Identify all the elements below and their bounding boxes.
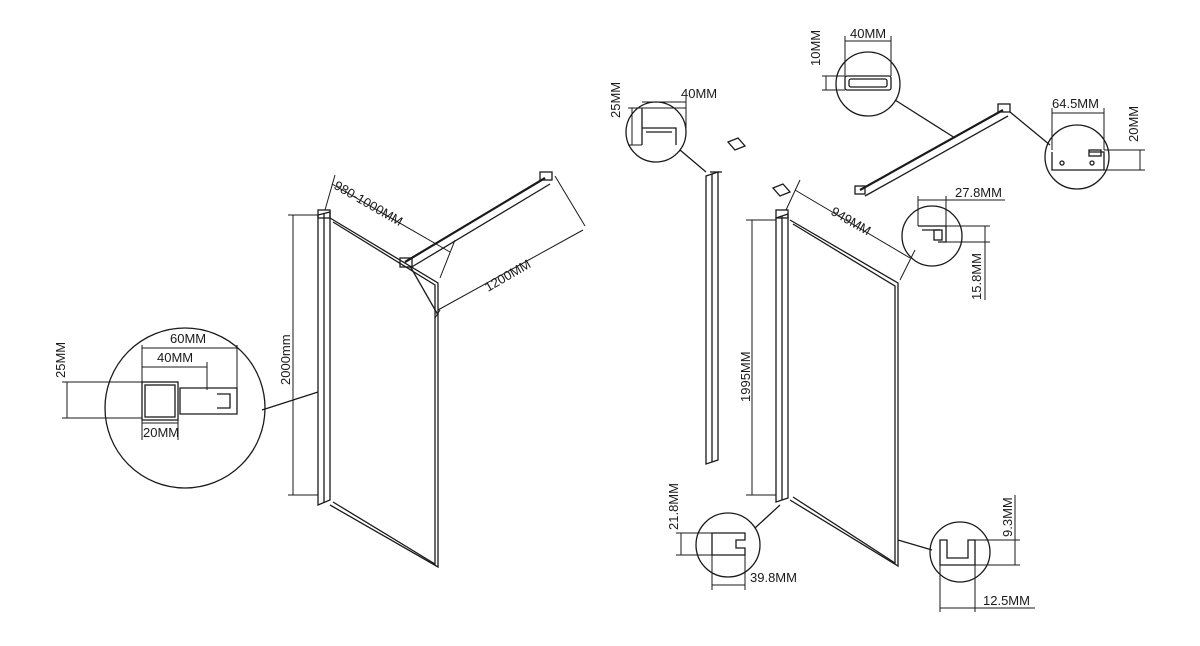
left-shower-panel <box>317 171 553 569</box>
dim-height-right: 1995MM <box>738 219 776 496</box>
label-r218: 21.8MM <box>666 483 681 530</box>
label-r40b: 40MM <box>850 26 886 41</box>
label-25: 25MM <box>53 342 68 378</box>
label-949: 949MM <box>829 204 874 239</box>
detail-bar-section: 10MM 40MM <box>808 26 956 139</box>
right-stabilizer-bar <box>854 103 1011 197</box>
label-40: 40MM <box>157 350 193 365</box>
label-r278: 27.8MM <box>955 185 1002 200</box>
detail-bottom-channel: 9.3MM 12.5MM <box>897 495 1035 612</box>
label-r93: 9.3MM <box>1000 497 1015 537</box>
label-20: 20MM <box>143 425 179 440</box>
label-1995: 1995MM <box>738 351 753 402</box>
right-shower-panel <box>771 183 899 568</box>
dim-length-bar: 1200MM <box>434 175 586 319</box>
detail-top-profile: 25MM 40MM <box>608 82 717 173</box>
label-r125: 12.5MM <box>983 593 1030 608</box>
label-60: 60MM <box>170 331 206 346</box>
label-r25: 25MM <box>608 82 623 118</box>
label-2000: 2000mm <box>278 334 293 385</box>
dim-width-right: 949MM <box>785 179 916 281</box>
dim-height-left: 2000mm <box>278 214 318 496</box>
label-r10: 10MM <box>808 30 823 66</box>
detail-wall-bracket: 64.5MM 20MM <box>1009 96 1145 190</box>
detail-glass-clamp: 27.8MM 15.8MM <box>901 185 1005 300</box>
label-r398: 39.8MM <box>750 570 797 585</box>
label-r40: 40MM <box>681 86 717 101</box>
label-980-1000: 980-1000MM <box>332 178 406 229</box>
label-r20: 20MM <box>1126 106 1141 142</box>
detail-wall-profile-left: 60MM 40MM 25MM 20MM <box>53 327 319 489</box>
label-r645: 64.5MM <box>1052 96 1099 111</box>
detail-bottom-wall-profile: 21.8MM 39.8MM <box>666 483 797 590</box>
right-wall-profile-loose <box>705 137 747 465</box>
label-1200: 1200MM <box>482 256 533 294</box>
label-r158: 15.8MM <box>969 253 984 300</box>
